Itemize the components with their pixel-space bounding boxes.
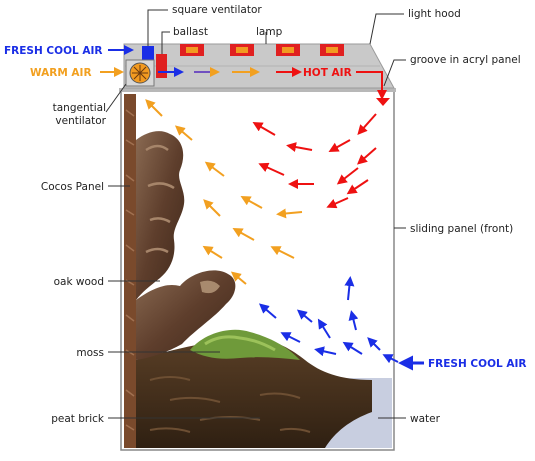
label-light-hood: light hood [408, 8, 461, 20]
moss-highlight [204, 335, 276, 352]
cocos-panel [124, 94, 136, 448]
label-peat-brick: peat brick [51, 413, 105, 425]
label-ballast: ballast [173, 26, 208, 38]
leader-lines [105, 9, 406, 419]
lamp-icon [180, 44, 204, 56]
cool-air-arrows [258, 276, 399, 364]
hot-air-arrows [252, 113, 377, 209]
label-warm-air: WARM AIR [30, 67, 92, 79]
label-oak-wood: oak wood [54, 276, 104, 288]
ballast-icon [156, 54, 167, 78]
label-square-ventilator: square ventilator [172, 4, 262, 16]
label-lamp: lamp [256, 26, 283, 38]
label-groove: groove in acryl panel [410, 54, 521, 66]
oak-wood-upper [136, 131, 185, 300]
warm-air-arrows [145, 99, 303, 285]
fan-icon [125, 59, 155, 87]
label-fresh-cool-air-top: FRESH COOL AIR [4, 45, 102, 57]
square-ventilator-icon [142, 46, 154, 60]
lamp-icon [230, 44, 254, 56]
groove-marker [376, 98, 390, 106]
label-fresh-cool-air-side: FRESH COOL AIR [428, 358, 526, 370]
peat-brick [136, 337, 372, 448]
label-cocos-panel: Cocos Panel [41, 181, 104, 193]
peat-texture [149, 376, 311, 433]
label-water: water [410, 413, 441, 425]
oak-wood-grain [145, 144, 175, 254]
lamp-icon [320, 44, 344, 56]
oak-wood-knot [200, 280, 220, 294]
hood-airflow [100, 45, 387, 100]
label-hot-air: HOT AIR [303, 67, 352, 79]
label-sliding-panel: sliding panel (front) [410, 223, 513, 235]
label-moss: moss [76, 347, 104, 359]
label-tangential-line2: ventilator [55, 115, 106, 127]
lamp-icon [276, 44, 300, 56]
label-tangential-line1: tangential [53, 102, 106, 114]
